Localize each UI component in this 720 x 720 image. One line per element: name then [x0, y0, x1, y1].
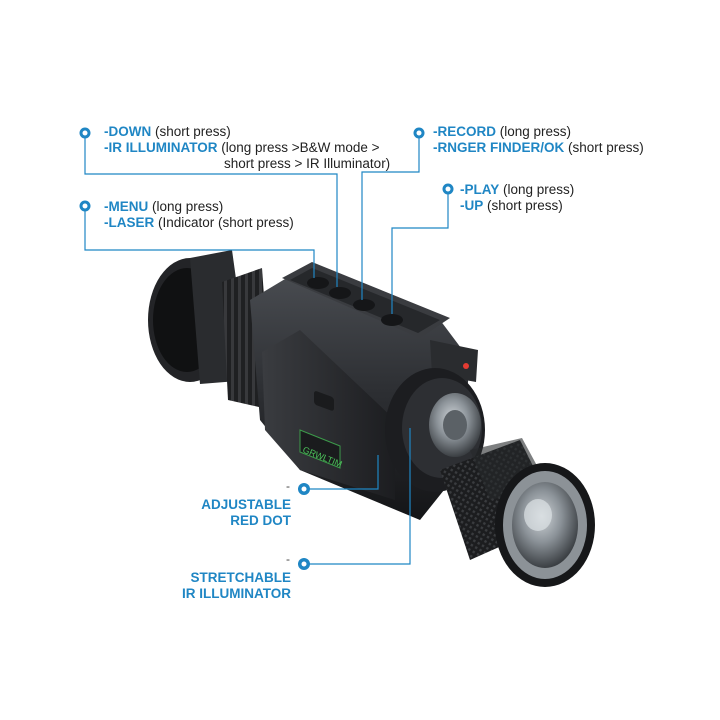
body-side-panel [262, 330, 395, 500]
callout-down: -DOWN (short press) -IR ILLUMINATOR (lon… [104, 124, 390, 172]
range-finder-desc: (short press) [564, 140, 644, 155]
callout-record-line1: -RECORD (long press) [433, 124, 644, 140]
callout-down-line2: -IR ILLUMINATOR (long press >B&W mode > [104, 140, 390, 156]
leader-menu [84, 206, 315, 278]
down-key: -DOWN [104, 124, 152, 139]
ir-line1: STRETCHABLE [190, 570, 292, 585]
down-button[interactable] [329, 287, 351, 299]
red-dot-line1: ADJUSTABLE [201, 497, 291, 512]
callout-play-line2: -UP (short press) [460, 198, 574, 214]
play-button[interactable] [381, 314, 403, 326]
ir-illuminator-key: -IR ILLUMINATOR [104, 140, 218, 155]
menu-desc: (long press) [148, 199, 224, 214]
callout-menu-line1: -MENU (long press) [104, 199, 294, 215]
play-key: -PLAY [460, 182, 500, 197]
menu-button[interactable] [307, 277, 329, 289]
leader-play [391, 189, 449, 314]
feature-red-dot: ADJUSTABLE RED DOT [201, 497, 291, 529]
leader-down [84, 133, 338, 287]
callout-down-line1: -DOWN (short press) [104, 124, 390, 140]
top-buttons [307, 277, 403, 326]
callout-record: -RECORD (long press) -RNGER FINDER/OK (s… [433, 124, 644, 156]
ir-lens [495, 463, 595, 587]
callout-menu-line2: -LASER (Indicator (short press) [104, 215, 294, 231]
callout-menu: -MENU (long press) -LASER (Indicator (sh… [104, 199, 294, 231]
callout-leaders [84, 133, 449, 565]
up-desc: (short press) [483, 198, 563, 213]
ir-dash: - [286, 552, 290, 566]
laser-key: -LASER [104, 215, 155, 230]
range-finder-key: -RNGER FINDER/OK [433, 140, 565, 155]
record-button[interactable] [353, 299, 375, 311]
menu-key: -MENU [104, 199, 149, 214]
play-desc: (long press) [499, 182, 575, 197]
feature-ir: STRETCHABLE IR ILLUMINATOR [182, 570, 291, 602]
red-dot-dash: - [286, 479, 290, 493]
red-dot-line2: RED DOT [230, 513, 291, 528]
callout-record-line2: -RNGER FINDER/OK (short press) [433, 140, 644, 156]
leader-record [361, 133, 420, 300]
record-desc: (long press) [496, 124, 572, 139]
laser-indicator [463, 363, 469, 369]
record-key: -RECORD [433, 124, 496, 139]
leader-red-dot [304, 455, 379, 490]
ir-illuminator-desc: (long press >B&W mode > [217, 140, 380, 155]
down-desc: (short press) [151, 124, 231, 139]
laser-desc: (Indicator (short press) [154, 215, 294, 230]
ir-line2: IR ILLUMINATOR [182, 586, 291, 601]
callout-play-line1: -PLAY (long press) [460, 182, 574, 198]
callout-down-line3: short press > IR Illuminator) [224, 156, 391, 171]
leader-ir [304, 428, 411, 565]
callout-dots [79, 127, 454, 570]
callout-play: -PLAY (long press) -UP (short press) [460, 182, 574, 214]
up-key: -UP [460, 198, 484, 213]
